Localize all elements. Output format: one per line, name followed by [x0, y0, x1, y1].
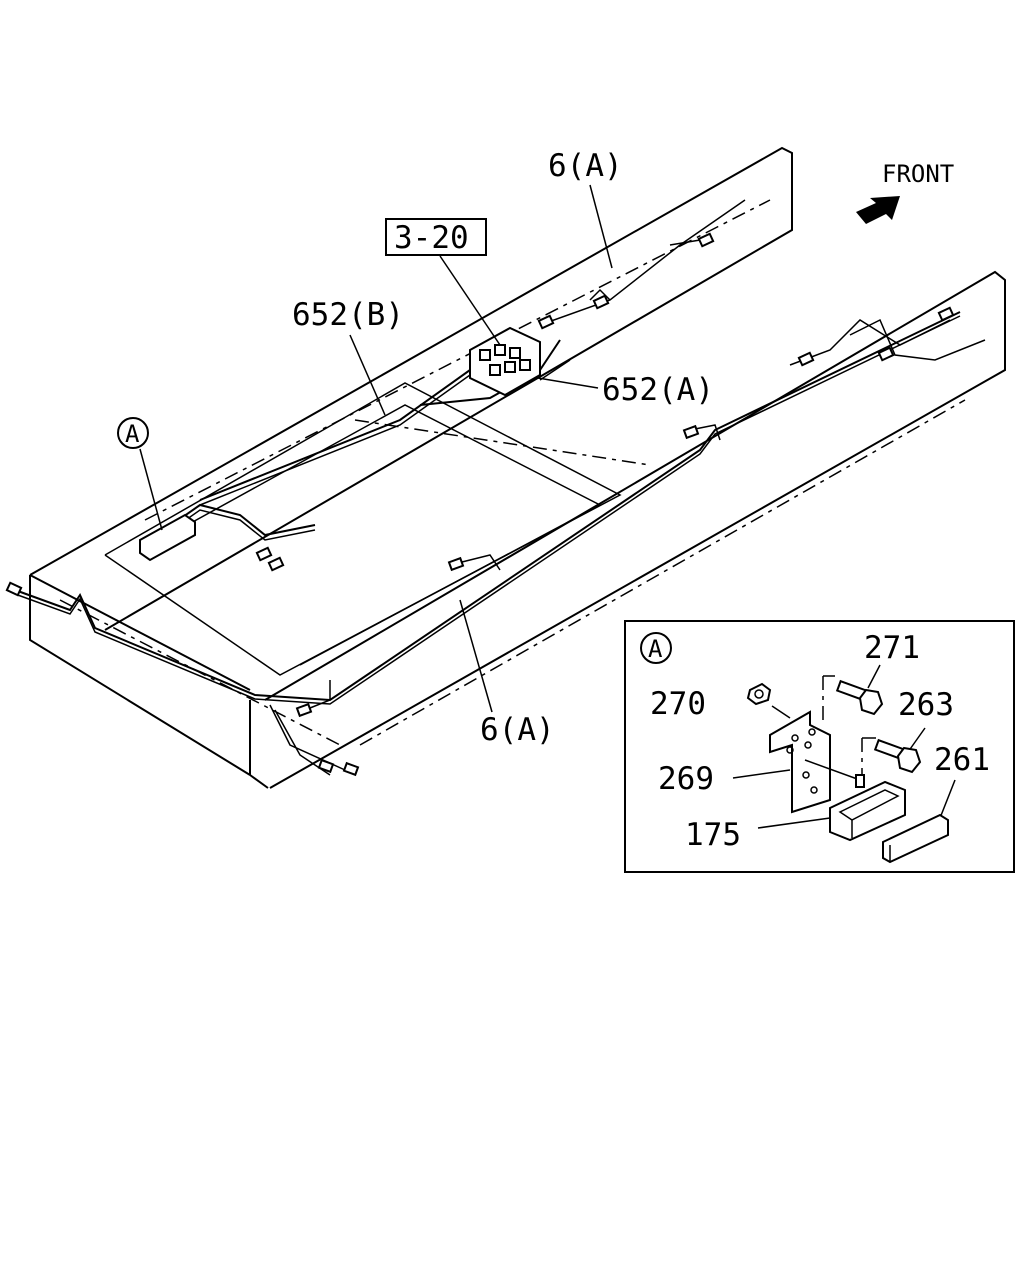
- part-label-270: 270: [650, 686, 706, 722]
- part-label-263: 263: [898, 687, 954, 723]
- front-label: FRONT: [882, 160, 954, 188]
- label-6a-top: 6(A): [548, 148, 623, 184]
- part-label-175: 175: [685, 817, 741, 853]
- label-652a: 652(A): [602, 372, 714, 408]
- detail-a-panel: A 271 270 263 269 261 175: [624, 620, 1015, 873]
- chassis-frame: [29, 146, 1006, 789]
- ref-3-20-label: 3-20: [394, 220, 469, 256]
- detail-a-title: A: [648, 635, 663, 663]
- label-6a-bottom: 6(A): [480, 712, 555, 748]
- front-arrow: [856, 196, 900, 224]
- part-label-261: 261: [934, 742, 990, 778]
- ref-box-3-20: 3-20: [385, 218, 487, 256]
- junction-block: [469, 326, 541, 397]
- connectors: [5, 232, 955, 777]
- part-label-269: 269: [658, 761, 714, 797]
- part-label-271: 271: [864, 630, 920, 666]
- wire-harness-rear: [539, 199, 986, 366]
- callout-a: A: [117, 417, 149, 449]
- label-652b: 652(B): [292, 297, 404, 333]
- callout-a-label: A: [125, 420, 140, 448]
